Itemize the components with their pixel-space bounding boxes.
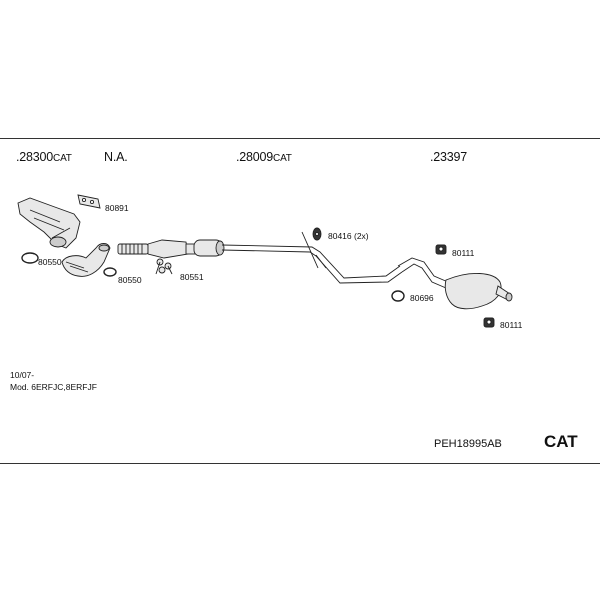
ref-80696: 80696 <box>410 293 434 303</box>
hanger-80416-icon <box>312 227 322 241</box>
hanger-80111b-icon <box>483 317 495 328</box>
ref-80891: 80891 <box>105 203 129 213</box>
part-28009: .28009CAT <box>236 150 292 164</box>
model-note: Mod. 6ERFJC,8ERFJF <box>10 382 97 392</box>
clamp-80550-icon <box>21 252 39 264</box>
part-na: N.A. <box>104 150 128 164</box>
ref-80111-b: 80111 <box>500 320 523 330</box>
part-23397: .23397 <box>430 150 468 164</box>
ref-80550-b: 80550 <box>118 275 142 285</box>
hanger-80111a-icon <box>435 244 447 255</box>
exhaust-manifold-icon <box>17 197 81 249</box>
ref-80550-a: 80550 <box>38 257 62 267</box>
bolt-set-icon <box>155 258 173 275</box>
clamp-80696-icon <box>391 290 405 302</box>
catalytic-converter-icon <box>117 239 197 259</box>
kit-code: PEH18995AB <box>434 438 502 450</box>
category-label: CAT <box>544 432 578 451</box>
date-note: 10/07- <box>10 370 35 380</box>
part-28300: .28300CAT <box>16 150 72 164</box>
ref-80111-a: 80111 <box>452 248 475 258</box>
middle-silencer-icon <box>193 239 225 257</box>
diagram-frame <box>0 138 600 464</box>
clamp-80550b-icon <box>103 267 117 277</box>
manifold-gasket-icon <box>77 194 101 209</box>
tailpipe-run <box>221 231 449 289</box>
ref-80416: 80416 (2x) <box>328 231 369 241</box>
rear-silencer-icon <box>444 273 513 310</box>
ref-80551: 80551 <box>180 272 204 282</box>
downpipe-icon <box>61 243 111 277</box>
